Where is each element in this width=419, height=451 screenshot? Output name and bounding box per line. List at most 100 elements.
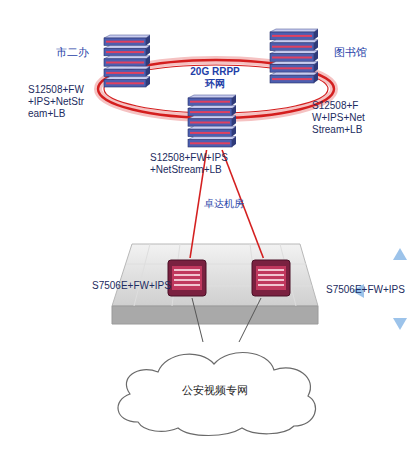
switch-slab xyxy=(270,64,314,72)
switch-slab-top xyxy=(270,40,318,43)
switch-slab-top xyxy=(270,61,318,64)
switch-slab-stripe xyxy=(272,78,312,80)
chassis-panel xyxy=(256,266,286,290)
switch-slab-stripe xyxy=(272,35,312,37)
switch-slab-top xyxy=(270,51,318,54)
switch-slab xyxy=(188,98,232,105)
switch-slab-top xyxy=(188,95,236,98)
chassis-panel xyxy=(172,266,202,290)
node-label: S7506E+FW+IPS xyxy=(326,284,406,296)
network-node: S7506E+FW+IPS xyxy=(250,258,292,298)
chassis-body xyxy=(252,260,290,296)
node-label: 市二办 xyxy=(56,46,96,59)
switch-slab xyxy=(188,129,232,136)
chassis-slot xyxy=(174,274,200,276)
switch-slab-top xyxy=(104,45,150,48)
switch-slab-top xyxy=(188,105,236,108)
s7506-icon xyxy=(166,258,208,298)
link-line xyxy=(190,150,207,258)
switch-slab-top xyxy=(188,137,236,140)
node-label: S12508+FW +IPS+NetStr eam+LB xyxy=(28,84,94,120)
switch-slab-side xyxy=(146,35,150,45)
ring-inner xyxy=(104,65,328,113)
switch-slab-stripe xyxy=(190,132,230,134)
switch-slab xyxy=(188,119,232,126)
s12508-icon xyxy=(266,26,320,86)
switch-slab-side xyxy=(146,45,150,55)
switch-slab-top xyxy=(188,116,236,119)
switch-slab-side xyxy=(232,116,236,126)
switch-slab xyxy=(188,108,232,115)
switch-slab-stripe xyxy=(190,101,230,103)
switch-slab-top xyxy=(188,126,236,129)
switch-slab xyxy=(104,38,146,45)
switch-slab-stripe xyxy=(272,57,312,59)
network-node: 市二办S12508+FW +IPS+NetStr eam+LB xyxy=(100,32,152,90)
chassis-slot xyxy=(174,284,200,286)
switch-slab xyxy=(270,75,314,83)
node-label: S7506E+FW+IPS xyxy=(92,280,168,292)
switch-slab-top xyxy=(270,29,318,32)
switch-slab-stripe xyxy=(272,67,312,69)
node-label: 图书馆 xyxy=(334,46,374,59)
nav-arrow-down xyxy=(393,318,407,330)
s12508-icon xyxy=(184,92,238,150)
chassis-slot xyxy=(258,274,284,276)
switch-slab-side xyxy=(232,137,236,147)
switch-slab-side xyxy=(314,40,318,51)
switch-slab-top xyxy=(104,77,150,80)
switch-slab-top xyxy=(104,56,150,59)
switch-slab xyxy=(104,80,146,87)
chassis-slot xyxy=(258,269,284,271)
chassis-platform-top xyxy=(112,244,318,306)
switch-slab-stripe xyxy=(190,142,230,144)
switch-slab-side xyxy=(232,105,236,115)
switch-slab-side xyxy=(232,126,236,136)
chassis-slot xyxy=(174,269,200,271)
switch-slab-stripe xyxy=(190,111,230,113)
site-label: 卓达机房 xyxy=(204,198,244,210)
ring-glow xyxy=(98,60,334,118)
nav-arrow-up xyxy=(393,248,407,260)
switch-slab xyxy=(104,69,146,76)
node-label: S12508+FW+IPS +NetStream+LB xyxy=(150,152,272,176)
switch-slab-side xyxy=(146,66,150,76)
switch-slab-top xyxy=(270,72,318,75)
switch-slab-side xyxy=(314,29,318,40)
switch-slab-top xyxy=(104,66,150,69)
chassis-grid xyxy=(120,244,312,306)
switch-slab-stripe xyxy=(272,46,312,48)
switch-slab-stripe xyxy=(106,41,144,43)
ring-outer xyxy=(98,60,334,118)
switch-slab-stripe xyxy=(106,82,144,84)
switch-slab-side xyxy=(146,77,150,87)
node-label: 公安视频专网 xyxy=(108,384,322,397)
switch-slab-stripe xyxy=(106,72,144,74)
chassis-slot xyxy=(174,279,200,281)
switch-slab xyxy=(188,140,232,147)
link-line xyxy=(239,298,261,342)
switch-slab-side xyxy=(314,51,318,62)
switch-slab-stripe xyxy=(190,122,230,124)
s12508-icon xyxy=(100,32,152,90)
switch-slab xyxy=(270,32,314,40)
chassis-platform-front xyxy=(112,306,318,324)
switch-slab xyxy=(270,43,314,51)
s7506-icon xyxy=(250,258,292,298)
switch-slab-stripe xyxy=(106,51,144,53)
chassis-slot xyxy=(258,279,284,281)
network-node: 公安视频专网 xyxy=(108,342,322,438)
chassis-slot xyxy=(258,284,284,286)
node-label: 20G RRPP 环网 xyxy=(184,66,246,90)
network-node: S7506E+FW+IPS xyxy=(166,258,208,298)
switch-slab-side xyxy=(232,95,236,105)
switch-slab xyxy=(104,59,146,66)
switch-slab xyxy=(104,48,146,55)
link-line xyxy=(192,298,203,342)
switch-slab-side xyxy=(314,72,318,83)
network-node: 图书馆S12508+F W+IPS+Net Stream+LB xyxy=(266,26,320,86)
switch-slab-top xyxy=(104,35,150,38)
link-line xyxy=(222,150,263,258)
switch-slab-stripe xyxy=(106,62,144,64)
